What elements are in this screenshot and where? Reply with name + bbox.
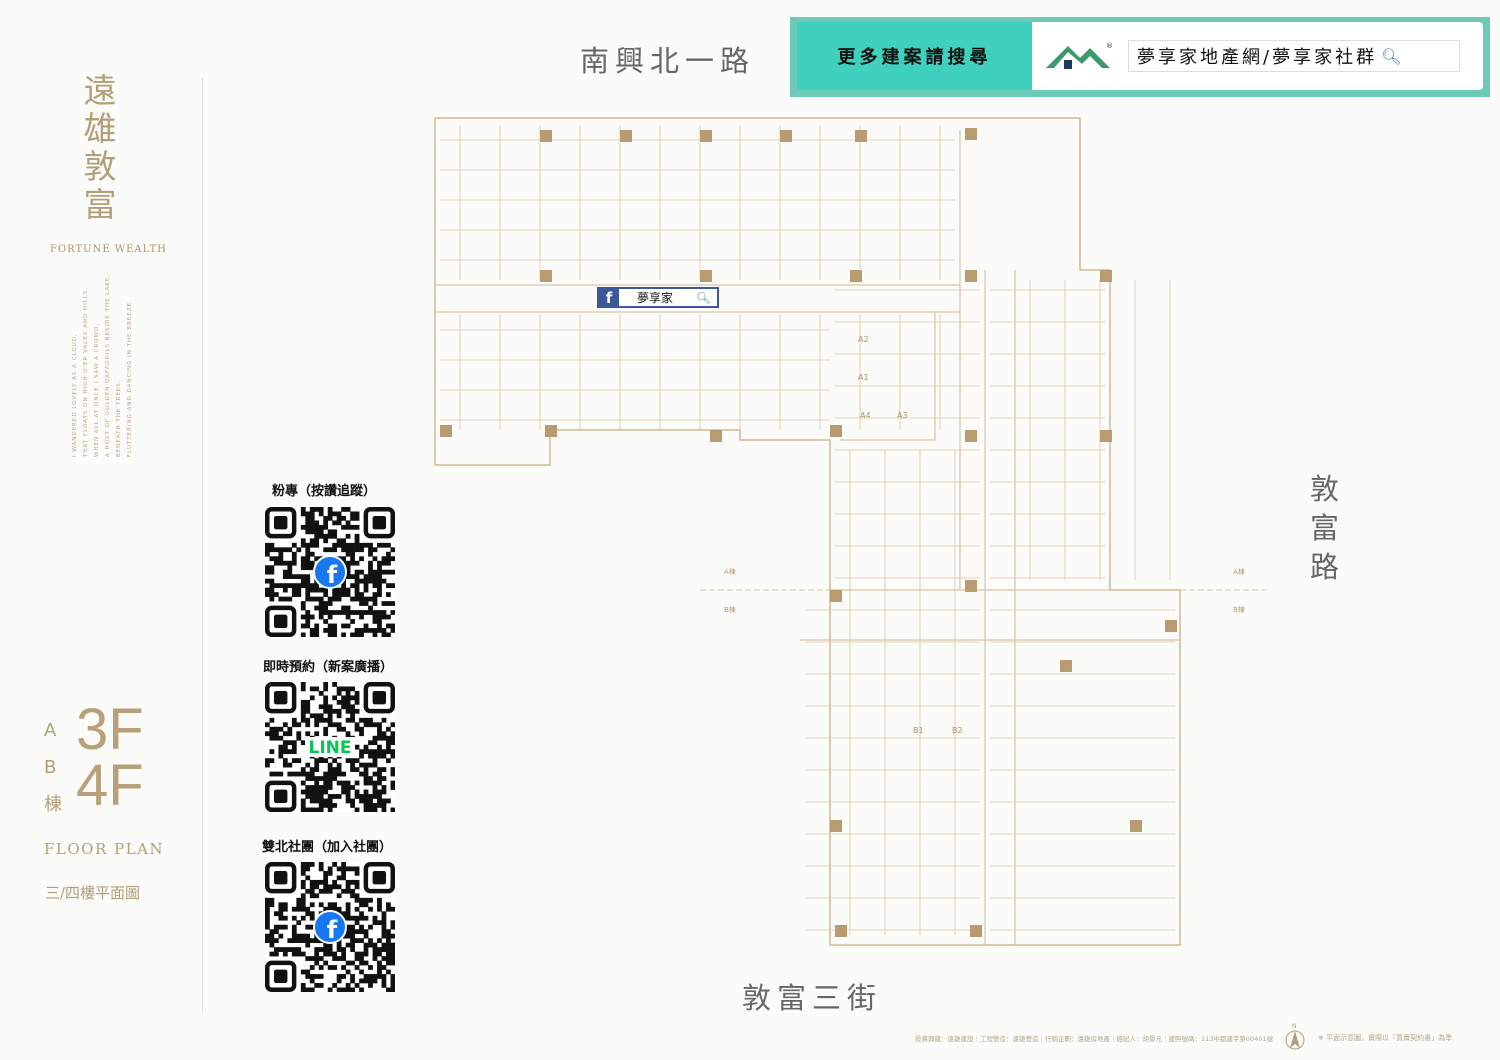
unit-a2: A2 [858,335,869,344]
structural-column [965,430,977,442]
structural-column [1165,620,1177,632]
structural-column [545,425,557,437]
qr-code-line[interactable]: LINE [265,682,395,812]
svg-text:®: ® [1106,42,1113,50]
unit-a3: A3 [897,411,908,420]
structural-column [540,270,552,282]
project-title: 遠雄敦富 [83,71,117,224]
wing-b-marker-right: B棟 [1233,605,1245,614]
structural-column [830,820,842,832]
north-arrow-icon: N [1285,1023,1305,1050]
footer-note: ※ 平面示意圖，實際以「買賣契約書」為準 [1318,1034,1453,1042]
structural-column [1100,270,1112,282]
plan-outline [434,117,1181,946]
road-label-top: 南興北一路 [580,44,756,78]
facebook-logo-icon: f [313,555,347,589]
structural-column [440,425,452,437]
structural-column [700,270,712,282]
building-suffix: 棟 [44,794,62,815]
floor-plan-label: FLOOR PLAN [44,840,165,858]
structural-column [970,925,982,937]
unit-a4: A4 [860,411,871,420]
wing-a-marker-left: A棟 [724,567,736,576]
qr-code-fanpage[interactable]: f [265,507,395,637]
structural-column [850,270,862,282]
structural-column [620,130,632,142]
building-labels: A B 棟 [44,712,62,823]
road-label-bottom: 敦富三街 [742,981,883,1015]
fb-search-box[interactable]: f 夢享家 🔍︎ [597,287,719,308]
qr-label-fanpage: 粉專（按讚追蹤） [272,484,377,499]
svg-text:N: N [1292,1023,1297,1030]
footer-credits: 投資興建：遠雄建設｜工程營造：遠雄營造｜行銷企劃：遠雄房地產｜經紀人：胡景元｜建… [915,1035,1274,1043]
structural-column [965,270,977,282]
unit-b2: B2 [952,726,963,735]
qr-code-group[interactable]: f [265,862,395,992]
building-b: B [44,757,57,778]
structural-column [855,130,867,142]
qr-label-group: 雙北社團（加入社團） [262,840,393,855]
structural-column [780,130,792,142]
project-subtitle: FORTUNE WEALTH [50,244,167,255]
unit-a1: A1 [858,373,869,382]
structural-column [965,128,977,140]
structural-column [835,925,847,937]
site-search-text: 夢享家地產網/夢享家社群 [1137,47,1378,68]
structural-column [830,590,842,602]
house-logo-icon: ® [1046,42,1113,69]
wing-b-marker-left: B棟 [724,605,736,614]
floor-4f: 4F [76,753,144,818]
unit-b1: B1 [913,726,924,735]
svg-text:f: f [327,916,338,944]
structural-column [830,425,842,437]
facebook-logo-icon: f [313,910,347,944]
structural-column [540,130,552,142]
wing-a-marker-right: A棟 [1233,567,1245,576]
fb-search-text: 夢享家 [637,291,674,305]
floor-plan-label-cn: 三/四樓平面圖 [45,884,141,902]
structural-column [710,430,722,442]
divider [202,78,203,1013]
building-a: A [44,720,57,741]
structural-column [700,130,712,142]
search-icon: 🔍︎ [695,290,711,305]
floor-numbers: 3F 4F [76,697,144,818]
structural-column [1130,820,1142,832]
qr-label-line: 即時預約（新案廣播） [263,660,394,675]
search-icon: 🔍︎ [1381,46,1405,66]
structural-column [1060,660,1072,672]
svg-text:LINE: LINE [309,738,352,758]
line-logo-icon: LINE [305,737,355,758]
road-label-right: 敦富路 [1310,472,1340,584]
svg-text:f: f [327,561,338,589]
floor-3f: 3F [76,697,144,762]
site-search-box[interactable]: 夢享家地產網/夢享家社群 🔍︎ [1128,40,1460,72]
search-banner: 更多建案請搜尋 ® 夢享家地產網/夢享家社群 🔍︎ [790,17,1490,97]
facebook-icon: f [599,288,619,307]
more-projects-button[interactable]: 更多建案請搜尋 [797,22,1032,90]
structural-column [1100,430,1112,442]
structural-column [965,580,977,592]
